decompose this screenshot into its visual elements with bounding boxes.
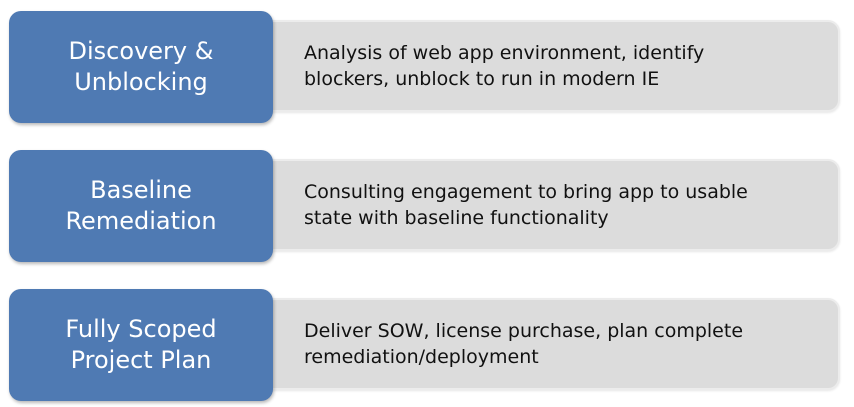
phase-description-box: Consulting engagement to bring app to us…	[262, 159, 840, 251]
phase-description: Consulting engagement to bring app to us…	[304, 181, 748, 229]
phase-row-project-plan: Deliver SOW, license purchase, plan comp…	[0, 289, 854, 401]
phase-description-box: Deliver SOW, license purchase, plan comp…	[262, 298, 840, 390]
phase-row-baseline: Consulting engagement to bring app to us…	[0, 150, 854, 262]
phase-title: Fully Scoped Project Plan	[65, 315, 217, 374]
phase-description: Analysis of web app environment, identif…	[304, 42, 705, 90]
phase-description: Deliver SOW, license purchase, plan comp…	[304, 320, 744, 368]
phase-box: Discovery & Unblocking	[9, 11, 273, 123]
phase-row-discovery: Analysis of web app environment, identif…	[0, 11, 854, 123]
phase-title: Discovery & Unblocking	[68, 37, 214, 96]
phase-box: Fully Scoped Project Plan	[9, 289, 273, 401]
phase-description-box: Analysis of web app environment, identif…	[262, 20, 840, 112]
phase-title: Baseline Remediation	[65, 176, 217, 235]
phase-box: Baseline Remediation	[9, 150, 273, 262]
